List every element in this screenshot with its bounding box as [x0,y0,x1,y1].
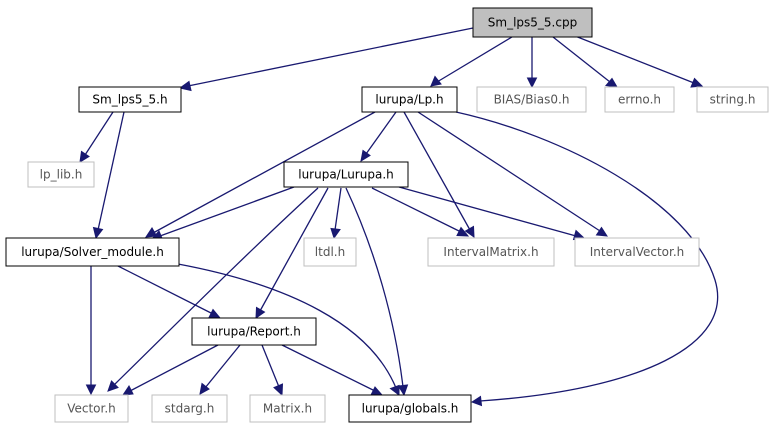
edge-lp-h-to-lurupa-h [360,111,397,163]
edge-sm-h-to-solver-module-h [92,111,125,240]
edge-report-h-to-matrix-h [261,344,284,397]
node-matrix-h[interactable]: Matrix.h [249,394,326,423]
edge-lp-h-to-globals-h [455,111,719,407]
node-label: string.h [710,93,756,107]
node-sm-lps5-5-h[interactable]: Sm_lps5_5.h [78,86,182,113]
node-vector-h[interactable]: Vector.h [54,394,129,423]
node-label: BIAS/Bias0.h [494,93,570,107]
edge-sm-cpp-to-errno-h [552,36,618,88]
node-label: Sm_lps5_5.h [92,93,167,107]
nodes-layer: Sm_lps5_5.cpp Sm_lps5_5.h lurupa/Lp.h BI… [5,7,769,423]
node-lurupa-solver-module-h[interactable]: lurupa/Solver_module.h [5,237,180,267]
edge-solver-module-h-to-globals-h [177,263,400,397]
edge-lp-h-to-interval-vector-h [417,111,608,237]
node-bias-bias0-h[interactable]: BIAS/Bias0.h [476,86,587,113]
edge-lurupa-h-to-vector-h [107,187,319,392]
node-label: errno.h [618,93,661,107]
node-lurupa-lp-h[interactable]: lurupa/Lp.h [361,86,458,113]
edge-solver-module-h-to-vector-h [85,265,97,396]
edge-lurupa-h-to-ltdl-h [330,187,342,240]
node-label: lurupa/Lp.h [375,93,443,107]
node-label: IntervalMatrix.h [443,245,538,259]
edge-lurupa-h-to-interval-matrix-h [371,187,470,237]
node-label: Matrix.h [263,402,312,416]
edge-lurupa-h-to-interval-vector-h [398,186,586,241]
node-label: lurupa/Report.h [207,325,301,339]
node-label: Sm_lps5_5.cpp [488,16,577,30]
node-ltdl-h[interactable]: ltdl.h [303,237,357,267]
edges-layer [79,27,719,407]
node-label: stdarg.h [165,402,215,416]
node-interval-matrix-h[interactable]: IntervalMatrix.h [427,237,555,267]
node-string-h[interactable]: string.h [696,86,769,113]
edge-sm-cpp-to-sm-h [178,27,474,92]
edge-lurupa-h-to-solver-module-h [150,186,295,241]
node-label: ltdl.h [315,245,345,259]
node-lurupa-lurupa-h[interactable]: lurupa/Lurupa.h [283,161,409,188]
node-label: lurupa/Lurupa.h [298,168,394,182]
edge-lurupa-h-to-report-h [255,187,329,319]
node-lurupa-report-h[interactable]: lurupa/Report.h [191,317,317,346]
edge-lp-h-to-solver-module-h [145,111,376,238]
edge-sm-cpp-to-lp-h [430,36,513,87]
edge-sm-h-to-lp-lib-h [79,111,114,163]
node-sm-lps5-5-cpp[interactable]: Sm_lps5_5.cpp [472,7,593,38]
edge-sm-cpp-to-bias0-h [526,37,538,89]
node-label: lurupa/Solver_module.h [21,245,164,259]
node-lp-lib-h[interactable]: lp_lib.h [27,161,95,188]
edge-sm-cpp-to-string-h [574,35,704,88]
edge-solver-module-h-to-report-h [115,264,222,319]
node-stdarg-h[interactable]: stdarg.h [151,394,228,423]
edge-lurupa-h-to-globals-h [345,187,409,397]
edge-report-h-to-globals-h [281,344,384,396]
edge-report-h-to-stdarg-h [199,344,241,395]
node-errno-h[interactable]: errno.h [604,86,675,113]
edge-lp-h-to-interval-matrix-h [403,111,475,238]
node-label: lurupa/globals.h [362,402,459,416]
node-label: Vector.h [67,402,116,416]
node-interval-vector-h[interactable]: IntervalVector.h [574,237,700,267]
node-label: lp_lib.h [40,168,83,182]
node-label: IntervalVector.h [590,245,685,259]
node-lurupa-globals-h[interactable]: lurupa/globals.h [348,394,472,423]
